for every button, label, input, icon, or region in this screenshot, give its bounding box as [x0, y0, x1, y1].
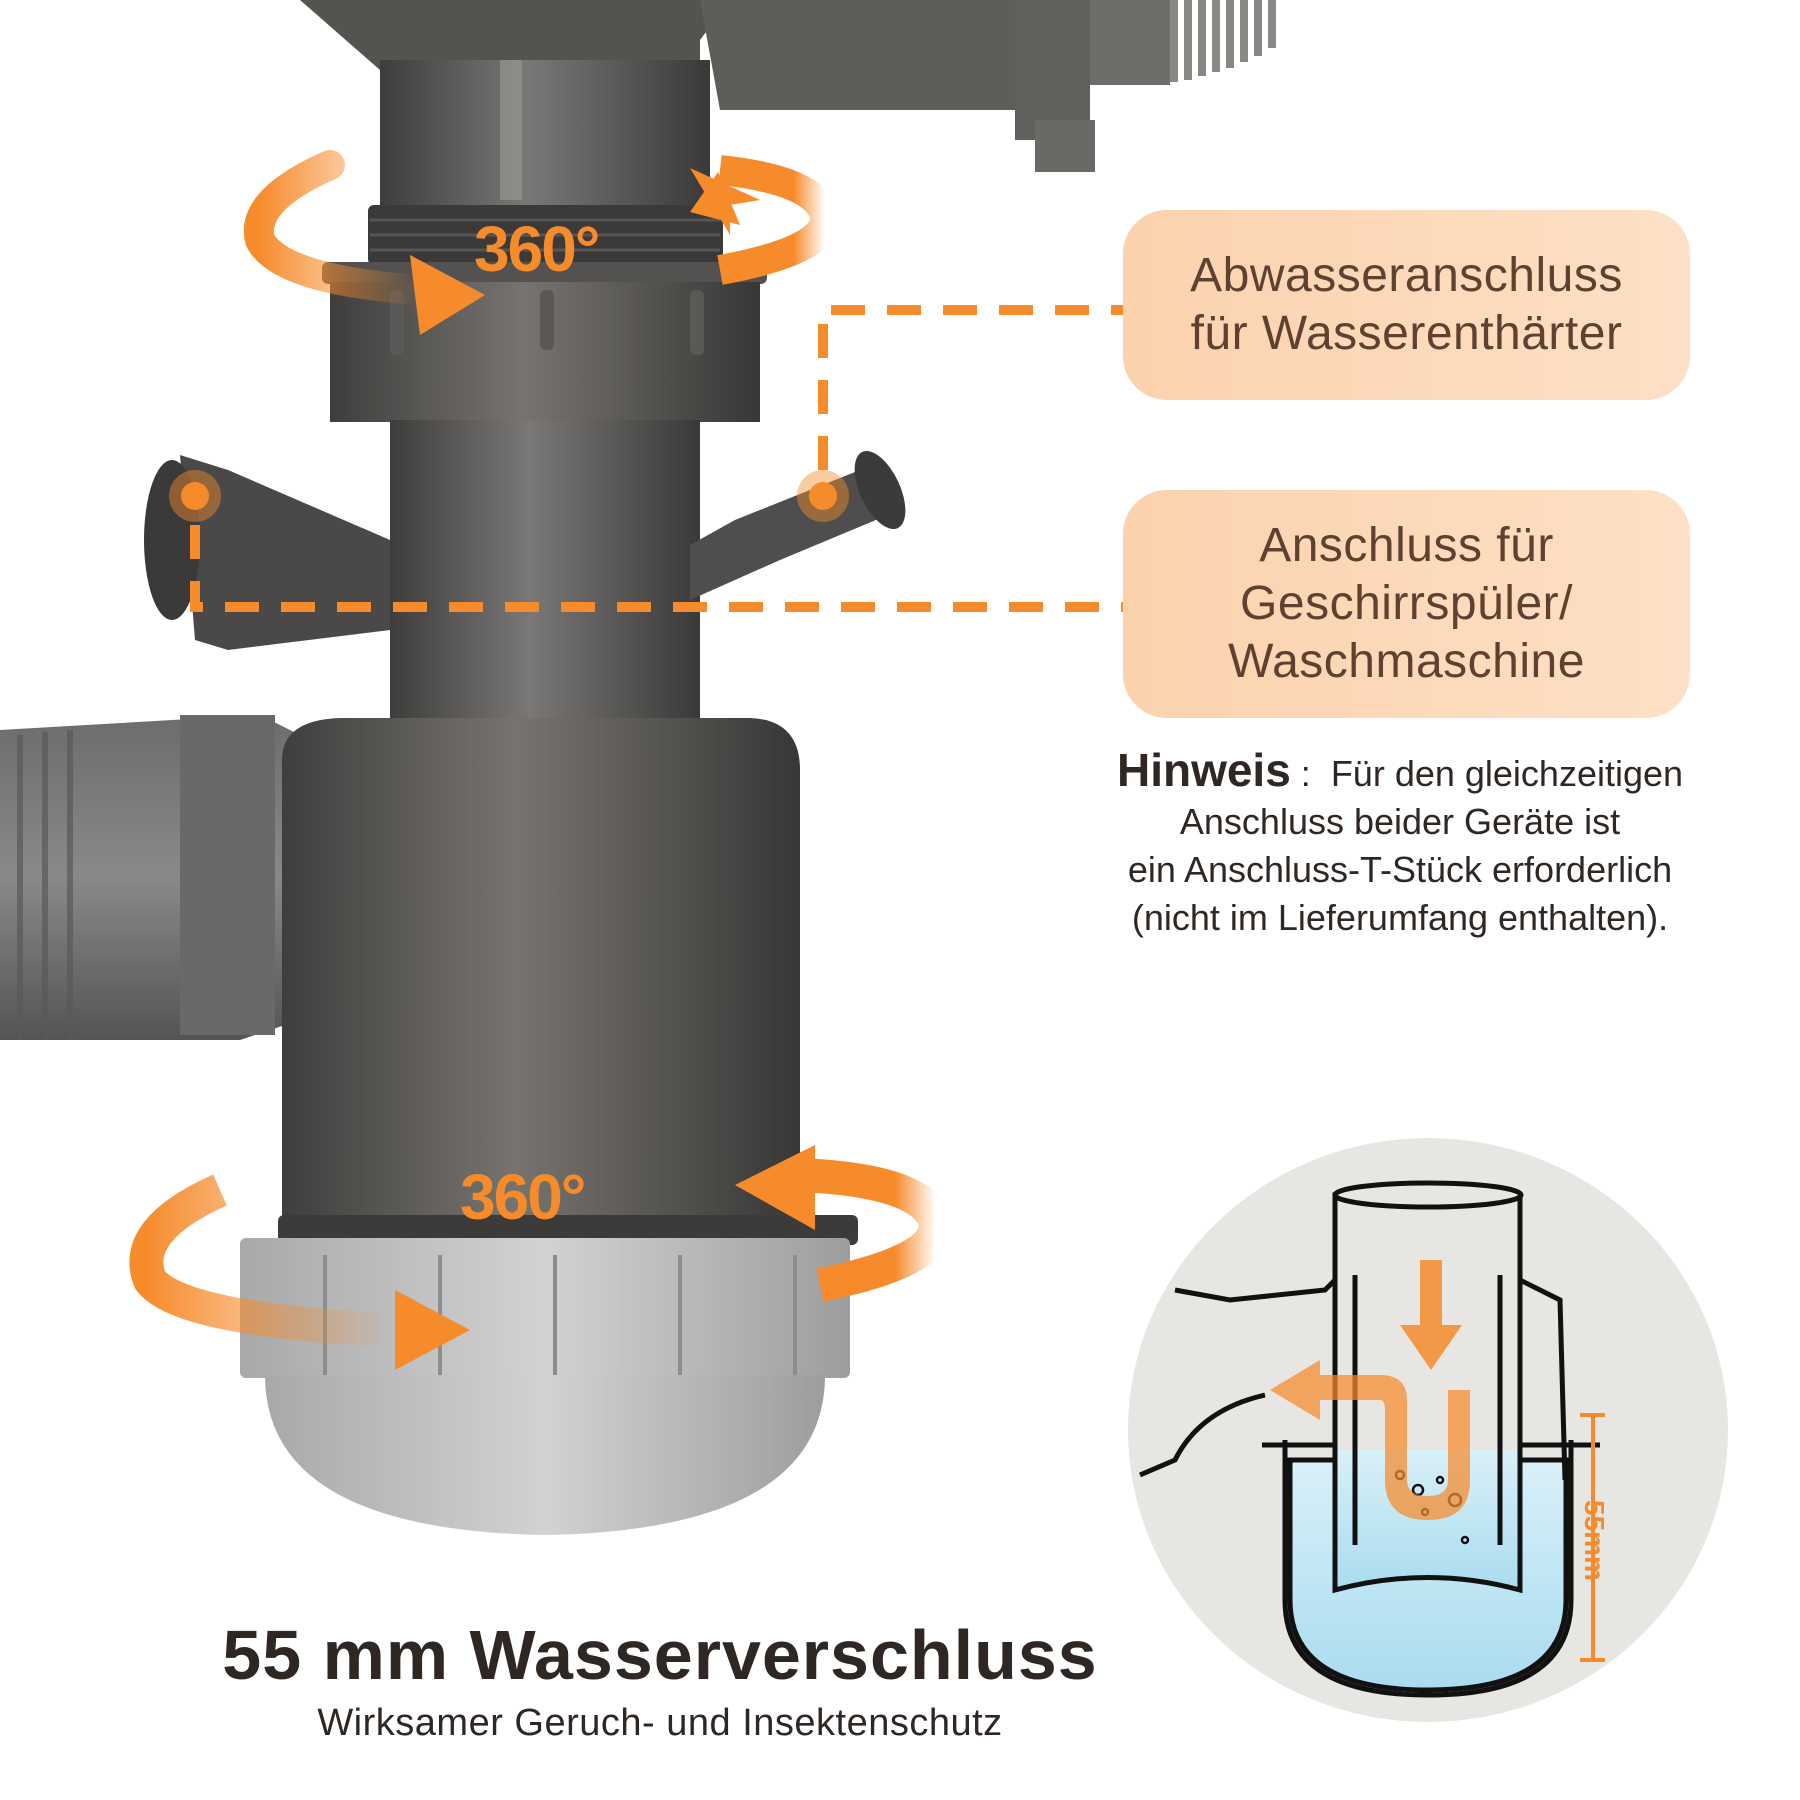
- callout-line: Abwasseranschluss: [1190, 249, 1623, 302]
- rotation-label-bottom: 360°: [460, 1161, 586, 1233]
- headline-subtitle: Wirksamer Geruch- und Insektenschutz: [317, 1702, 1003, 1744]
- headline-title: 55 mm Wasserverschluss: [222, 1616, 1098, 1694]
- note-text: Anschluss beider Geräte ist: [1179, 801, 1621, 842]
- note-text: ein Anschluss-T-Stück erforderlich: [1127, 849, 1673, 890]
- callout-line: Anschluss für: [1259, 519, 1554, 572]
- callout-dishwasher-washer: Anschluss für Geschirrspüler/ Waschmasch…: [1123, 490, 1690, 718]
- callout-line: für Wasserenthärter: [1190, 307, 1623, 360]
- callout-line: Geschirrspüler/: [1240, 577, 1573, 630]
- callout-water-softener: Abwasseranschluss für Wasserenthärter: [1123, 210, 1690, 400]
- callout-line: Waschmaschine: [1228, 635, 1585, 688]
- note-block: Hinweis : Für den gleichzeitigen Anschlu…: [1040, 746, 1760, 942]
- note-text: Für den gleichzeitigen: [1330, 753, 1684, 794]
- note-keyword: Hinweis: [1116, 744, 1291, 796]
- dimension-label: 55mm: [1579, 1500, 1610, 1581]
- rotation-label-top: 360°: [474, 213, 600, 285]
- note-text: (nicht im Lieferumfang enthalten).: [1131, 897, 1669, 938]
- note-separator: :: [1290, 753, 1331, 794]
- note-line-1: Hinweis : Für den gleichzeitigen: [1040, 746, 1760, 798]
